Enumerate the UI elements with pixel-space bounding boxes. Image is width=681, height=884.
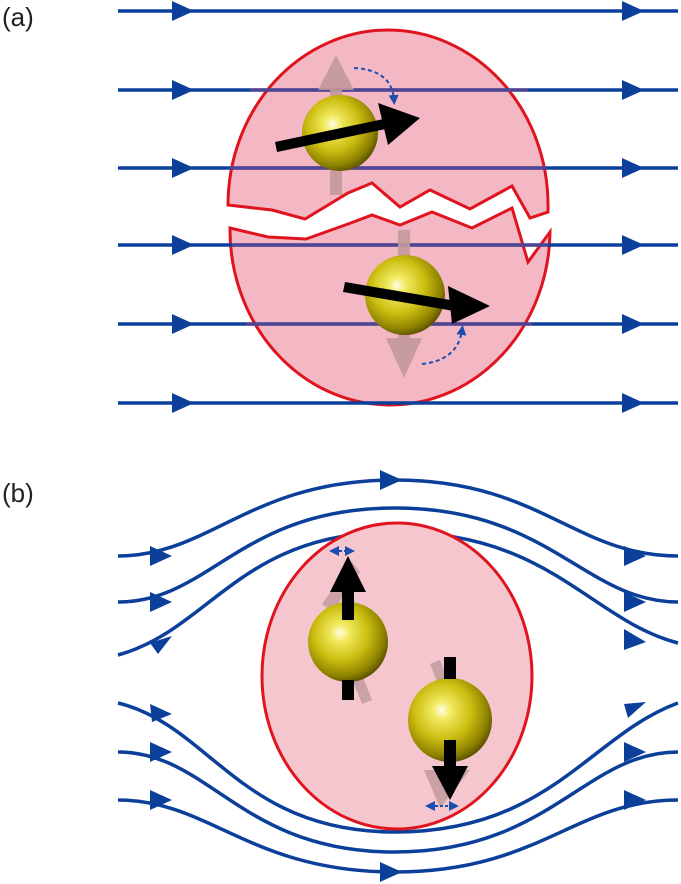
- spin-arrow: [330, 556, 366, 700]
- sample-b: [260, 521, 534, 831]
- field-line-arrow: [624, 546, 646, 566]
- field-line-arrow: [380, 862, 402, 882]
- field-line-arrow: [622, 314, 644, 334]
- field-line-arrow: [150, 546, 172, 566]
- field-lines-a-inside: [230, 88, 548, 326]
- field-arrows-a: [172, 1, 644, 413]
- field-line-arrow: [150, 704, 172, 722]
- field-line-arrow: [622, 80, 644, 100]
- field-line-arrow: [172, 314, 194, 334]
- field-line-arrow: [624, 742, 646, 762]
- field-line-arrow: [622, 1, 644, 21]
- field-line-arrow: [150, 592, 172, 612]
- precession-arc-icon: [353, 67, 399, 105]
- field-line: [117, 750, 679, 854]
- spin-lower-b: [408, 657, 492, 811]
- field-line-arrow: [172, 1, 194, 21]
- spin-arrow: [343, 282, 490, 324]
- field-arrows-b: [150, 470, 646, 882]
- spin-upper-b: [308, 546, 388, 704]
- field-line-arrow: [172, 80, 194, 100]
- field-line-arrow: [624, 592, 646, 612]
- field-line: [117, 506, 679, 604]
- spin-lower-a: [343, 230, 490, 378]
- electron-sphere: [408, 678, 492, 762]
- spin-arrow: [432, 657, 468, 800]
- field-line-arrow: [150, 636, 172, 654]
- field-line-arrow: [622, 393, 644, 413]
- panel-b: [117, 470, 679, 882]
- spin-upper-a: [275, 55, 420, 195]
- field-line-arrow: [172, 235, 194, 255]
- field-line-arrow: [622, 235, 644, 255]
- field-line-arrow: [624, 790, 646, 810]
- precession-arc-icon: [421, 325, 467, 365]
- field-line-arrow: [150, 790, 172, 810]
- field-line-arrow: [172, 158, 194, 178]
- panel-a: [118, 1, 678, 413]
- field-line-arrow: [172, 393, 194, 413]
- spin-arrow: [275, 103, 420, 152]
- field-line-arrow: [624, 629, 646, 650]
- panel-label-b: (b): [2, 478, 34, 508]
- field-line: [117, 701, 679, 834]
- panel-label-a: (a): [2, 2, 34, 32]
- field-line-arrow: [380, 470, 402, 490]
- field-line-arrow: [150, 742, 172, 762]
- field-line-arrow: [624, 702, 646, 718]
- field-line-arrow: [622, 158, 644, 178]
- electron-sphere: [308, 602, 388, 682]
